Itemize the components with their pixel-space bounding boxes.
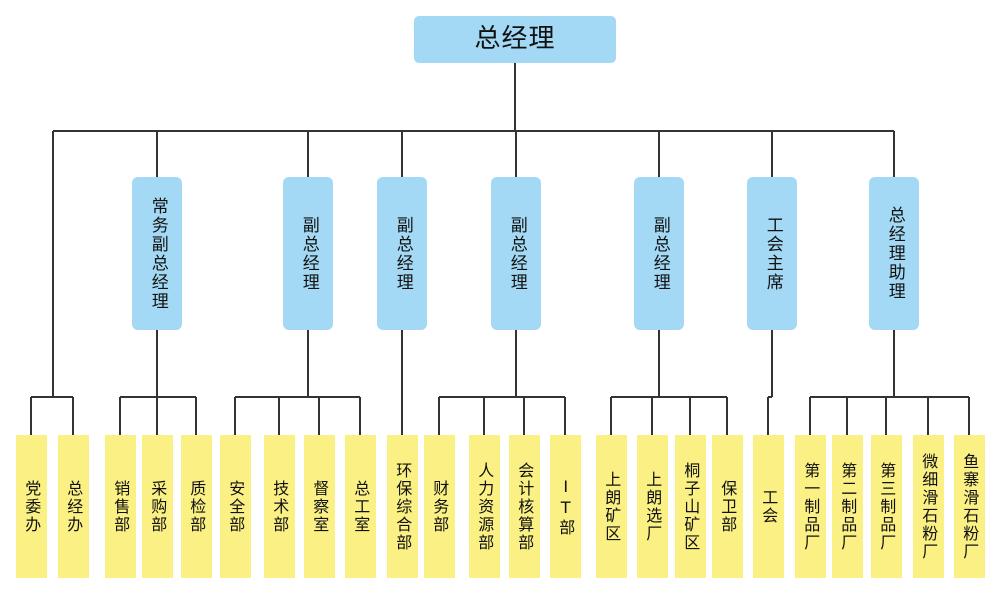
department-node: 总经办 [57, 435, 89, 578]
department-node-label: IT部 [556, 476, 576, 537]
manager-node-vp-4: 副总经理 [634, 177, 684, 330]
department-node-label: 第一制品厂 [801, 461, 821, 552]
department-node-label: 安全部 [226, 479, 246, 534]
department-node: 桐子山矿区 [674, 435, 706, 578]
department-node: 质检部 [180, 435, 212, 578]
department-node-label: 总工室 [351, 479, 371, 534]
department-node-label: 保卫部 [718, 479, 738, 534]
manager-node-assistant: 总经理助理 [869, 177, 919, 330]
department-node: 督察室 [303, 435, 335, 578]
department-node-label: 第二制品厂 [838, 461, 858, 552]
department-node-label: 上朗选厂 [643, 470, 663, 543]
manager-node-label: 总经理助理 [884, 206, 905, 301]
department-node: 人力资源部 [468, 435, 500, 578]
department-node: 总工室 [344, 435, 376, 578]
department-node: 采购部 [141, 435, 173, 578]
manager-node-vp-executive: 常务副总经理 [132, 177, 182, 330]
manager-node-vp-1: 副总经理 [283, 177, 333, 330]
manager-node-union: 工会主席 [747, 177, 797, 330]
department-node: 工会 [752, 435, 784, 578]
manager-node-vp-2: 副总经理 [377, 177, 427, 330]
department-node-label: 微细滑石粉厂 [919, 452, 939, 561]
department-node-label: 会计核算部 [515, 461, 535, 552]
department-node: 第三制品厂 [870, 435, 902, 578]
department-node: 上朗矿区 [595, 435, 627, 578]
manager-node-label: 副总经理 [649, 215, 670, 292]
department-node-label: 采购部 [148, 479, 168, 534]
department-node-label: 桐子山矿区 [681, 461, 701, 552]
manager-node-label: 副总经理 [392, 215, 413, 292]
department-node-label: 党委办 [22, 479, 42, 534]
department-node-label: 第三制品厂 [877, 461, 897, 552]
department-node-label: 鱼寨滑石粉厂 [960, 452, 980, 561]
manager-node-label: 常务副总经理 [147, 196, 168, 311]
department-node: 会计核算部 [508, 435, 540, 578]
department-node: 保卫部 [711, 435, 743, 578]
department-node-label: 总经办 [64, 479, 84, 534]
department-node-label: 财务部 [430, 479, 450, 534]
root-node-general-manager: 总经理 [414, 16, 616, 63]
department-node: 微细滑石粉厂 [912, 435, 944, 578]
department-node: 党委办 [15, 435, 47, 578]
department-node: 第二制品厂 [831, 435, 863, 578]
department-node-label: 环保综合部 [393, 461, 413, 552]
department-node-label: 督察室 [310, 479, 330, 534]
department-node: IT部 [549, 435, 581, 578]
department-node-label: 工会 [759, 488, 779, 525]
department-node: 安全部 [219, 435, 251, 578]
manager-node-label: 副总经理 [298, 215, 319, 292]
root-node-label: 总经理 [474, 23, 556, 54]
department-node: 技术部 [263, 435, 295, 578]
department-node-label: 技术部 [270, 479, 290, 534]
department-node: 财务部 [423, 435, 455, 578]
department-node-label: 人力资源部 [475, 461, 495, 552]
department-node: 第一制品厂 [794, 435, 826, 578]
department-node: 上朗选厂 [636, 435, 668, 578]
manager-node-vp-3: 副总经理 [491, 177, 541, 330]
department-node: 鱼寨滑石粉厂 [953, 435, 985, 578]
manager-node-label: 工会主席 [762, 215, 783, 292]
department-node: 环保综合部 [386, 435, 418, 578]
department-node: 销售部 [104, 435, 136, 578]
department-node-label: 质检部 [187, 479, 207, 534]
department-node-label: 上朗矿区 [602, 470, 622, 543]
department-node-label: 销售部 [111, 479, 131, 534]
manager-node-label: 副总经理 [506, 215, 527, 292]
